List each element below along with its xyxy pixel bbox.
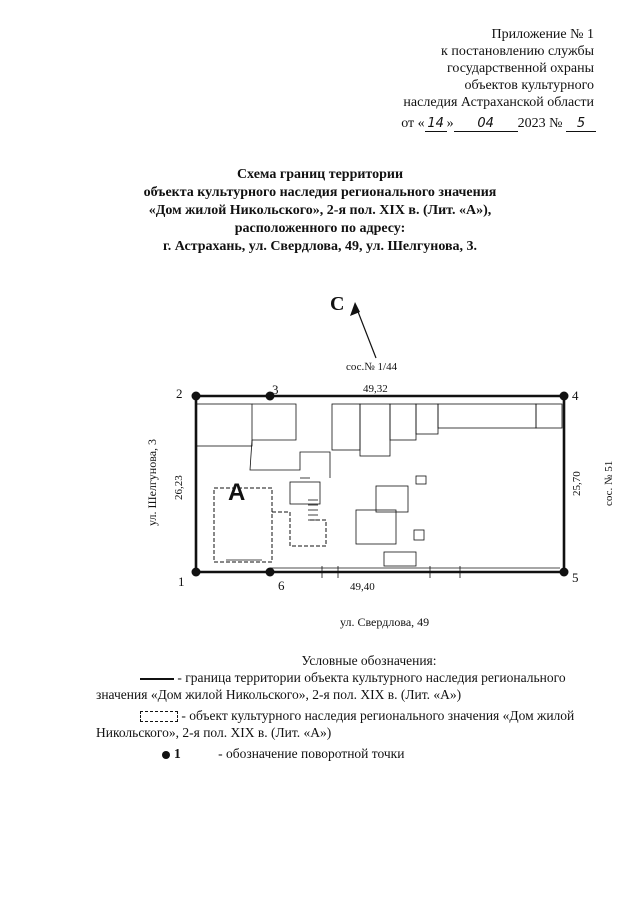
stairs: [308, 499, 318, 521]
point-label: 3: [272, 382, 279, 397]
turning-point: [559, 567, 569, 577]
point-label: 2: [176, 386, 183, 401]
dim-top: 49,32: [363, 383, 388, 395]
territory-boundary: [194, 394, 566, 574]
turning-point: [191, 391, 201, 401]
turning-point-sample: [162, 750, 170, 759]
north-arrow: С: [330, 293, 377, 359]
appendix-line: объектов культурного: [464, 78, 594, 93]
date-prefix: от «: [401, 116, 425, 131]
top-neighbor-label: сос.№ 1/44: [346, 361, 398, 373]
appendix-line: государственной охраны: [446, 61, 594, 76]
site-outline: [195, 395, 565, 573]
appendix-line: наследия Астраханской области: [403, 95, 594, 110]
title-line: объекта культурного наследия регионально…: [143, 185, 497, 200]
legend-row-boundary: - граница территории объекта культурного…: [96, 669, 602, 703]
legend-row-point: 1 - обозначение поворотной точки: [96, 745, 602, 762]
point-label: 5: [572, 570, 579, 585]
date-month: 04: [453, 116, 518, 132]
appendix-line: к постановлению службы: [441, 44, 594, 59]
legend: Условные обозначения: - граница территор…: [96, 652, 602, 762]
legend-heading: Условные обозначения:: [301, 653, 437, 668]
site-plan: С сос.№ 1/44 А: [145, 293, 615, 629]
turning-point: [265, 391, 275, 401]
heritage-building-annex: [272, 511, 327, 547]
legend-point-text: - обозначение поворотной точки: [218, 746, 405, 761]
point-label: 1: [178, 574, 185, 589]
title-line: г. Астрахань, ул. Свердлова, 49, ул. Шел…: [162, 239, 478, 254]
point-label: 6: [278, 578, 285, 593]
dim-right: 25,70: [571, 471, 583, 496]
appendix-line: Приложение № 1: [491, 27, 595, 42]
building-letter: А: [228, 479, 245, 506]
decree-number: 5: [566, 116, 596, 132]
turning-point: [265, 567, 275, 577]
legend-row-object: - объект культурного наследия региональн…: [96, 707, 602, 741]
north-label: С: [330, 293, 344, 315]
date-day: 14: [424, 116, 447, 132]
object-outline-sample: [140, 711, 178, 723]
turning-point-labels: 2 3 4 5 6 1: [176, 382, 579, 593]
right-neighbor-label: сос. № 51: [603, 461, 615, 506]
bottom-street-label: ул. Свердлова, 49: [340, 615, 429, 629]
dim-left: 26,23: [173, 475, 185, 500]
turning-point: [191, 567, 201, 577]
left-street-label: ул. Шелгунова, 3: [145, 439, 159, 526]
boundary-line-sample: [140, 677, 174, 680]
turning-point: [559, 391, 569, 401]
document-title: Схема границ территории объекта культурн…: [0, 166, 640, 256]
turning-points: [191, 391, 569, 577]
dim-bottom: 49,40: [350, 581, 375, 593]
adjacent-structures: [195, 403, 563, 569]
title-line: «Дом жилой Никольского», 2-я пол. XIX в.…: [148, 203, 492, 218]
point-label: 4: [572, 388, 579, 403]
legend-point-number: 1: [174, 746, 181, 761]
legend-object-text: - объект культурного наследия региональн…: [96, 708, 575, 740]
date-mid: »: [446, 116, 454, 131]
title-line: Схема границ территории: [236, 167, 404, 182]
legend-boundary-text: - граница территории объекта культурного…: [96, 670, 566, 702]
appendix-block: Приложение № 1 к постановлению службы го…: [403, 26, 594, 111]
title-line: расположенного по адресу:: [234, 221, 406, 236]
date-year: 2023 №: [517, 116, 563, 131]
